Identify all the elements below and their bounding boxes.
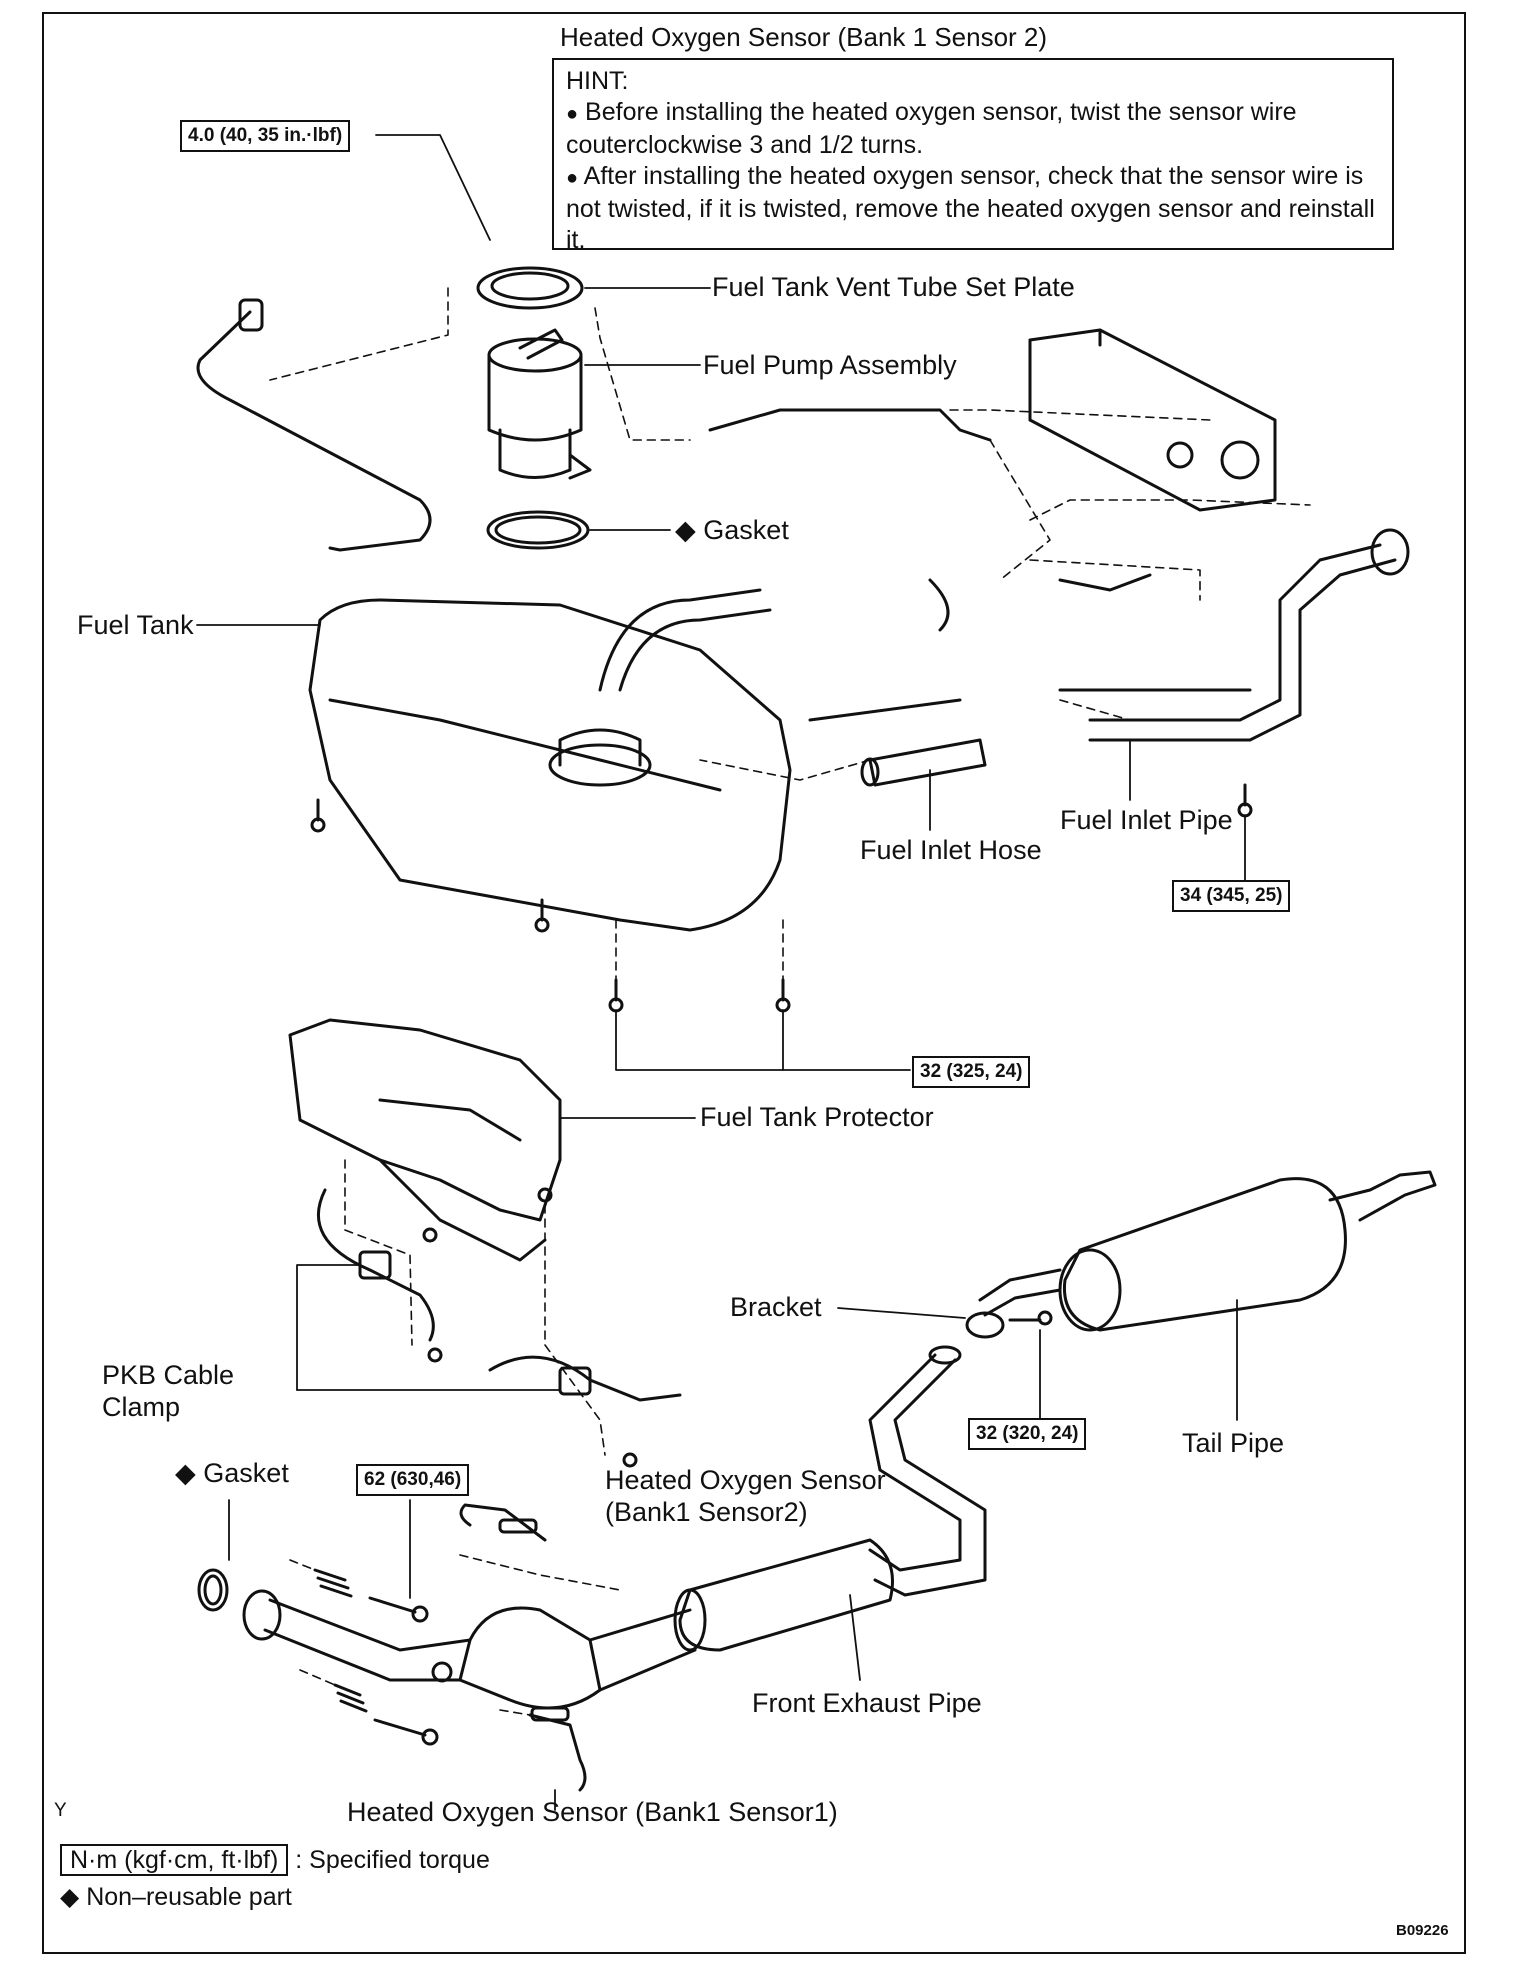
hint-item-2-text: After installing the heated oxygen senso… bbox=[566, 162, 1375, 254]
fuel-inlet-pipe bbox=[1058, 528, 1410, 742]
torque-bracket: 32 (320, 24) bbox=[968, 1418, 1087, 1450]
label-front-exhaust-pipe: Front Exhaust Pipe bbox=[752, 1688, 982, 1718]
ho2s-sensor2 bbox=[459, 1503, 547, 1542]
leader-lines bbox=[196, 134, 1246, 1811]
vent-tube bbox=[708, 408, 992, 442]
sensor-wire-harness bbox=[196, 310, 432, 552]
label-gasket-top-text: Gasket bbox=[703, 515, 789, 545]
hint-box: HINT: ● Before installing the heated oxy… bbox=[552, 58, 1394, 254]
gasket-bottom bbox=[197, 1568, 229, 1612]
nonreusable-icon: ◆ bbox=[60, 1883, 80, 1911]
label-bracket: Bracket bbox=[730, 1292, 822, 1322]
label-vent-tube-set-plate: Fuel Tank Vent Tube Set Plate bbox=[712, 272, 1075, 302]
label-gasket-top: ◆ Gasket bbox=[675, 515, 789, 546]
legend-torque-desc: : Specified torque bbox=[295, 1846, 490, 1874]
bullet-icon: ● bbox=[566, 167, 579, 189]
label-pkb-cable: PKB Cable bbox=[102, 1360, 235, 1390]
breather-hose bbox=[1058, 573, 1152, 592]
fuel-tank-body bbox=[308, 588, 792, 932]
harness-connector bbox=[238, 298, 264, 332]
fuel-pump-assembly bbox=[487, 328, 592, 480]
label-gasket-bottom: ◆ Gasket bbox=[175, 1458, 289, 1489]
torque-tank: 32 (325, 24) bbox=[912, 1056, 1031, 1088]
corner-mark: Y bbox=[54, 1800, 67, 1821]
tail-pipe-muffler bbox=[978, 1170, 1437, 1332]
figure-code: B09226 bbox=[1396, 1922, 1449, 1939]
label-ho2s-b1s2-line1: Heated Oxygen Sensor bbox=[605, 1465, 886, 1495]
legend-nonreusable: ◆ Non–reusable part bbox=[60, 1882, 292, 1912]
hint-title: Heated Oxygen Sensor (Bank 1 Sensor 2) bbox=[560, 22, 1048, 52]
hint-item-2: ● After installing the heated oxygen sen… bbox=[566, 161, 1380, 256]
label-fuel-inlet-hose: Fuel Inlet Hose bbox=[860, 835, 1042, 865]
label-pkb-clamp: Clamp bbox=[102, 1392, 181, 1422]
nonreusable-icon: ◆ bbox=[675, 515, 696, 545]
pkb-cable-clamp bbox=[316, 1188, 682, 1402]
hint-heading: HINT: bbox=[566, 67, 629, 95]
gasket-top bbox=[486, 510, 590, 550]
label-ho2s-b1s1: Heated Oxygen Sensor (Bank1 Sensor1) bbox=[347, 1797, 838, 1827]
label-fuel-pump-assembly: Fuel Pump Assembly bbox=[703, 350, 957, 380]
exhaust-springs-bolts bbox=[313, 1568, 439, 1746]
charcoal-canister bbox=[1028, 328, 1277, 512]
legend-nonreusable-desc: Non–reusable part bbox=[86, 1883, 292, 1911]
catalytic-converter bbox=[242, 1589, 697, 1710]
evap-hose bbox=[808, 698, 962, 722]
ho2s-sensor1 bbox=[528, 1706, 587, 1792]
hint-item-1: ● Before installing the heated oxygen se… bbox=[566, 97, 1380, 161]
torque-inlet-pipe: 34 (345, 25) bbox=[1172, 880, 1291, 912]
diagram-frame bbox=[42, 12, 1466, 1954]
hint-item-1-text: Before installing the heated oxygen sens… bbox=[566, 98, 1297, 159]
front-exhaust-pipe bbox=[673, 1345, 987, 1652]
bracket bbox=[965, 1310, 1053, 1339]
protector-bolts bbox=[422, 1187, 638, 1468]
fuel-tank-protector bbox=[288, 1018, 562, 1262]
legend-torque-unit: N·m (kgf·cm, ft·lbf) bbox=[60, 1844, 289, 1876]
fuel-inlet-hose bbox=[860, 738, 987, 787]
label-fuel-tank-protector: Fuel Tank Protector bbox=[700, 1102, 934, 1132]
label-fuel-inlet-pipe: Fuel Inlet Pipe bbox=[1060, 805, 1233, 835]
torque-vent-plate: 4.0 (40, 35 in.·lbf) bbox=[180, 120, 351, 152]
label-gasket-bottom-text: Gasket bbox=[203, 1458, 289, 1488]
vent-tube-set-plate bbox=[476, 266, 584, 310]
alignment-dashes bbox=[269, 287, 1311, 1716]
vent-hose bbox=[928, 578, 950, 632]
bullet-icon: ● bbox=[566, 103, 579, 125]
label-fuel-tank: Fuel Tank bbox=[77, 610, 194, 640]
label-ho2s-b1s2-line2: (Bank1 Sensor2) bbox=[605, 1497, 808, 1527]
label-tail-pipe: Tail Pipe bbox=[1182, 1428, 1285, 1458]
legend-torque: N·m (kgf·cm, ft·lbf) : Specified torque bbox=[60, 1844, 490, 1876]
torque-front-pipe: 62 (630,46) bbox=[356, 1464, 470, 1496]
nonreusable-icon: ◆ bbox=[175, 1458, 196, 1488]
